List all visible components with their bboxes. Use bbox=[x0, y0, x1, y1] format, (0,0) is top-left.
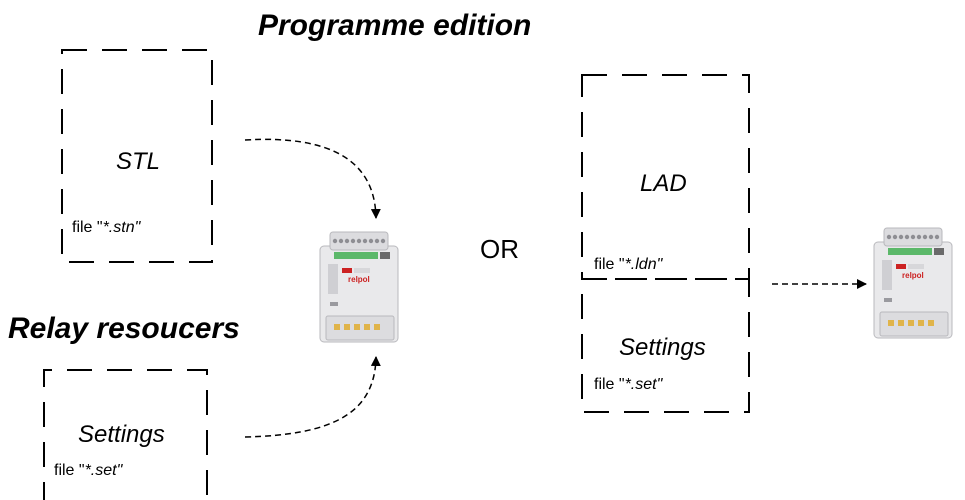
settings-box-left bbox=[43, 369, 208, 500]
lad-label: LAD bbox=[640, 170, 687, 197]
relay-brand-logo: relpol bbox=[902, 271, 924, 280]
arrow-settings-to-device bbox=[244, 356, 381, 438]
settings-label-left: Settings bbox=[78, 421, 165, 448]
settings-file-label-left: file "*.set" bbox=[54, 462, 123, 479]
heading-relay-resources: Relay resoucers bbox=[8, 312, 240, 345]
relay-brand-logo: relpol bbox=[348, 275, 370, 284]
heading-programme-edition: Programme edition bbox=[258, 9, 532, 42]
relay-device-right: relpol bbox=[873, 227, 953, 339]
settings-file-label-right: file "*.set" bbox=[594, 376, 663, 393]
stl-box bbox=[61, 49, 213, 263]
or-label: OR bbox=[480, 234, 519, 264]
stl-label: STL bbox=[116, 148, 161, 175]
settings-box-right bbox=[581, 278, 750, 413]
lad-file-label: file "*.ldn" bbox=[594, 256, 663, 273]
stl-file-label: file "*.stn" bbox=[72, 219, 141, 236]
arrow-stl-to-device bbox=[244, 138, 381, 219]
relay-device-center: relpol bbox=[319, 231, 399, 343]
settings-label-right: Settings bbox=[619, 334, 706, 361]
